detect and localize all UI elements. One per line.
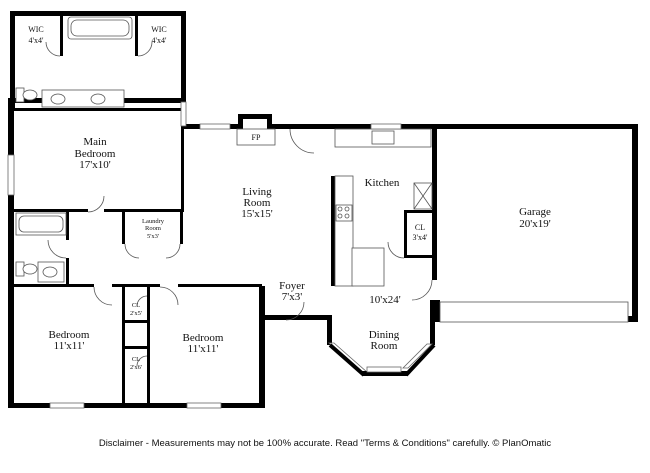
living-room-size: 15'x15'	[241, 208, 272, 220]
closet-lower-name: CL	[132, 356, 140, 363]
main-bedroom-name-line1: Main	[83, 136, 107, 148]
disclaimer-text: Disclaimer - Measurements may not be 100…	[98, 438, 552, 449]
room-labels: WIC 4'x4' WIC 4'x4' Main Bedroom 17'x10'…	[28, 25, 551, 371]
bedroom-right-name: Bedroom	[183, 332, 224, 344]
wic-left-name: WIC	[28, 25, 44, 34]
kitchen-closet-size: 3'x4'	[413, 233, 428, 242]
dining-name-line1: Dining	[369, 329, 400, 341]
living-room-name-line1: Living	[242, 186, 272, 198]
foyer-size: 7'x3'	[282, 291, 302, 303]
bedroom-left-size: 11'x11'	[54, 340, 85, 352]
foyer-name: Foyer	[279, 280, 305, 292]
closet-upper-size: 2'x5'	[130, 310, 142, 317]
main-bedroom-name-line2: Bedroom	[75, 148, 116, 160]
living-room-name-line2: Room	[244, 197, 271, 209]
dining-name-line2: Room	[371, 340, 398, 352]
laundry-name-line1: Laundry	[142, 218, 165, 225]
wic-left-size: 4'x4'	[29, 36, 44, 45]
fixtures	[15, 16, 629, 323]
bedroom-right-size: 11'x11'	[188, 343, 219, 355]
closet-upper-name: CL	[132, 302, 140, 309]
fireplace-label: FP	[252, 133, 261, 142]
bedroom-left-name: Bedroom	[49, 329, 90, 341]
interior-walls	[14, 16, 437, 405]
wic-right-size: 4'x4'	[152, 36, 167, 45]
closet-lower-size: 2'x6'	[130, 364, 142, 371]
windows	[7, 101, 402, 409]
wic-right-name: WIC	[151, 25, 167, 34]
kitchen-name: Kitchen	[365, 177, 400, 189]
doors	[45, 41, 433, 367]
dining-size: 10'x24'	[369, 294, 400, 306]
kitchen-closet-name: CL	[415, 223, 425, 232]
main-bedroom-size: 17'x10'	[79, 159, 110, 171]
laundry-name-line2: Room	[145, 225, 161, 232]
laundry-size: 5'x3'	[147, 233, 159, 240]
garage-name: Garage	[519, 206, 551, 218]
dining-bay-window	[327, 342, 436, 377]
garage-size: 20'x19'	[519, 218, 550, 230]
